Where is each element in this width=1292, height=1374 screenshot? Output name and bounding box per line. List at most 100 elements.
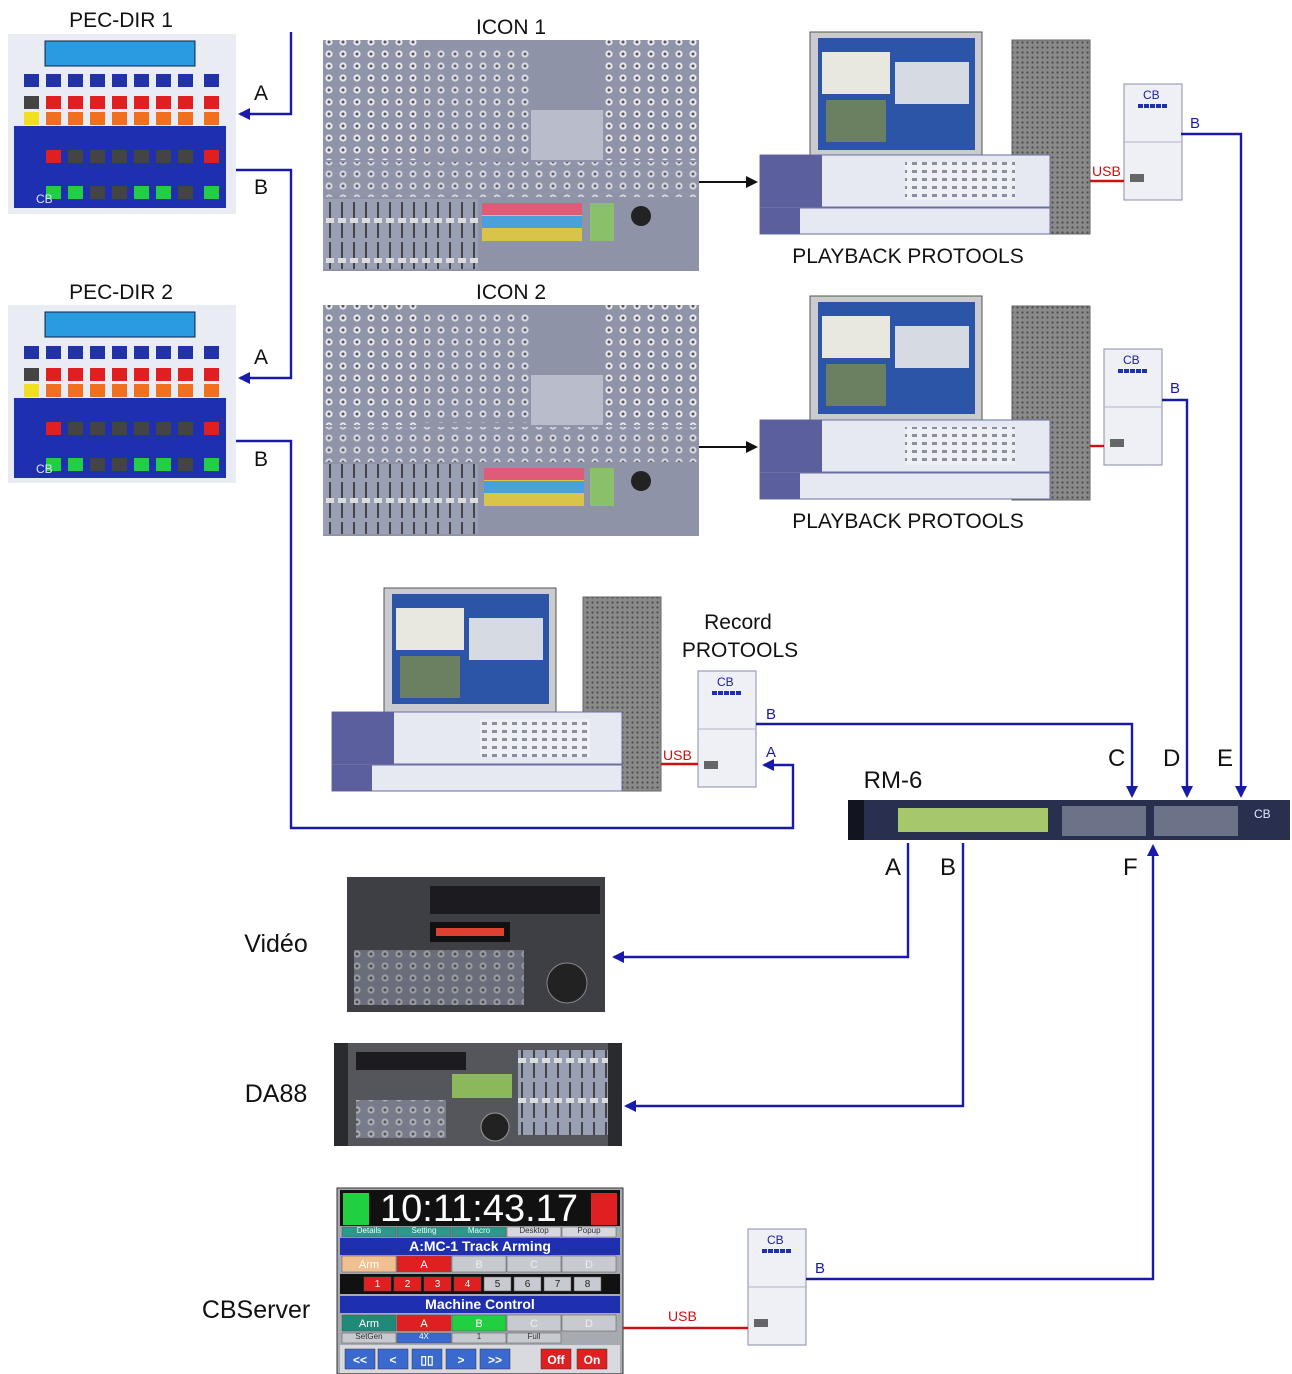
console-faders xyxy=(323,199,478,269)
pec-button xyxy=(156,96,171,109)
pec-button xyxy=(204,96,219,109)
panel-button[interactable] xyxy=(543,1276,572,1292)
port-label: D xyxy=(1163,745,1180,772)
panel-button[interactable] xyxy=(451,1226,507,1238)
transport-button[interactable] xyxy=(344,1348,376,1370)
pec-button xyxy=(156,74,171,87)
cb-logo-dot xyxy=(718,691,723,695)
wire-cbserver-b-rm6-f xyxy=(806,844,1159,1281)
panel-button-label: 3 xyxy=(435,1279,441,1290)
track-arming-header xyxy=(340,1238,620,1255)
cb-logo-dot xyxy=(724,691,729,695)
pec-button xyxy=(204,74,219,87)
panel-button[interactable] xyxy=(506,1226,562,1238)
panel-button[interactable] xyxy=(506,1332,562,1344)
monitor-window xyxy=(396,608,464,650)
monitor-window xyxy=(400,656,460,698)
panel-button[interactable] xyxy=(561,1226,617,1238)
pec-button xyxy=(204,384,219,397)
playback-protools-2: PLAYBACK PROTOOLS xyxy=(759,295,1091,533)
monitor-window xyxy=(822,316,890,358)
video-deck-jog xyxy=(546,962,588,1004)
panel-button[interactable] xyxy=(423,1276,452,1292)
usb-port-icon xyxy=(754,1319,768,1327)
panel-button[interactable] xyxy=(453,1276,482,1292)
cb-logo-dot xyxy=(1144,104,1149,108)
pec-button xyxy=(156,346,171,359)
panel-button[interactable] xyxy=(483,1276,512,1292)
pec-button xyxy=(46,346,61,359)
transport-button[interactable] xyxy=(540,1348,572,1370)
pec-button xyxy=(178,384,193,397)
pec-button xyxy=(134,150,149,163)
playback-protools-1: PLAYBACK PROTOOLS xyxy=(759,31,1091,268)
panel-button[interactable] xyxy=(506,1255,562,1273)
panel-button[interactable] xyxy=(341,1255,397,1273)
pec-dir-2-label: PEC-DIR 2 xyxy=(69,281,173,304)
pec-button xyxy=(204,112,219,125)
pec-dir-1: PEC-DIR 1 CB xyxy=(8,9,236,214)
cb-interface-box: CB xyxy=(1123,83,1183,201)
cb-logo-dot xyxy=(1156,104,1161,108)
video-deck-slot xyxy=(430,886,600,914)
usb-label: USB xyxy=(1092,163,1121,179)
pec-button xyxy=(24,368,39,381)
panel-button[interactable] xyxy=(451,1255,507,1273)
port-label: B xyxy=(254,176,268,199)
panel-button[interactable] xyxy=(451,1314,507,1332)
panel-button[interactable] xyxy=(561,1314,617,1332)
panel-button[interactable] xyxy=(396,1332,452,1344)
pec-button xyxy=(178,186,193,199)
panel-button[interactable] xyxy=(396,1255,452,1273)
console-keyboard-keys xyxy=(482,203,582,215)
panel-button[interactable] xyxy=(393,1276,422,1292)
panel-button[interactable] xyxy=(573,1276,602,1292)
panel-button-label: 5 xyxy=(495,1279,501,1290)
cb-logo-dot xyxy=(768,1249,773,1253)
panel-button-label: D xyxy=(585,1259,593,1271)
pec-button xyxy=(68,458,83,471)
playback-1-label: PLAYBACK PROTOOLS xyxy=(792,245,1023,268)
rm6-ports xyxy=(1154,806,1238,836)
panel-button[interactable] xyxy=(513,1276,542,1292)
transport-button[interactable] xyxy=(377,1348,409,1370)
panel-button-label: 1 xyxy=(477,1332,482,1341)
transport-button-label: < xyxy=(389,1353,396,1367)
playback-2-label: PLAYBACK PROTOOLS xyxy=(792,510,1023,533)
panel-button-label: 4X xyxy=(419,1332,429,1341)
machine-control-header xyxy=(340,1296,620,1313)
pec-cb-logo: CB xyxy=(36,192,53,206)
transport-button[interactable] xyxy=(411,1348,443,1370)
cb-logo-dot xyxy=(1138,104,1143,108)
console-key-block xyxy=(590,468,614,506)
panel-button[interactable] xyxy=(396,1314,452,1332)
panel-button[interactable] xyxy=(506,1314,562,1332)
timecode: 10:11:43.17 xyxy=(380,1188,578,1230)
panel-button-label: B xyxy=(475,1259,482,1271)
monitor-window xyxy=(826,100,886,142)
pec-button xyxy=(134,186,149,199)
status-led-green xyxy=(343,1193,369,1225)
panel-button[interactable] xyxy=(341,1314,397,1332)
panel-button[interactable] xyxy=(341,1332,397,1344)
transport-button[interactable] xyxy=(576,1348,608,1370)
rm6-label: RM-6 xyxy=(864,767,923,794)
console-knobs-center xyxy=(424,48,529,158)
monitor-window xyxy=(469,618,543,660)
pec-button xyxy=(68,186,83,199)
transport-button[interactable] xyxy=(479,1348,511,1370)
pec-button xyxy=(156,186,171,199)
cb-logo-dot xyxy=(1124,369,1129,373)
audio-interface-meters xyxy=(905,162,1015,200)
pec-button xyxy=(178,150,193,163)
transport-button[interactable] xyxy=(445,1348,477,1370)
panel-button[interactable] xyxy=(396,1226,452,1238)
pec-button xyxy=(24,186,39,199)
pec-button xyxy=(90,74,105,87)
panel-button[interactable] xyxy=(363,1276,392,1292)
panel-button[interactable] xyxy=(341,1226,397,1238)
panel-button[interactable] xyxy=(561,1255,617,1273)
panel-button[interactable] xyxy=(451,1332,507,1344)
console-strip xyxy=(323,162,699,197)
rm6-unit: RM-6 CB xyxy=(848,767,1290,840)
